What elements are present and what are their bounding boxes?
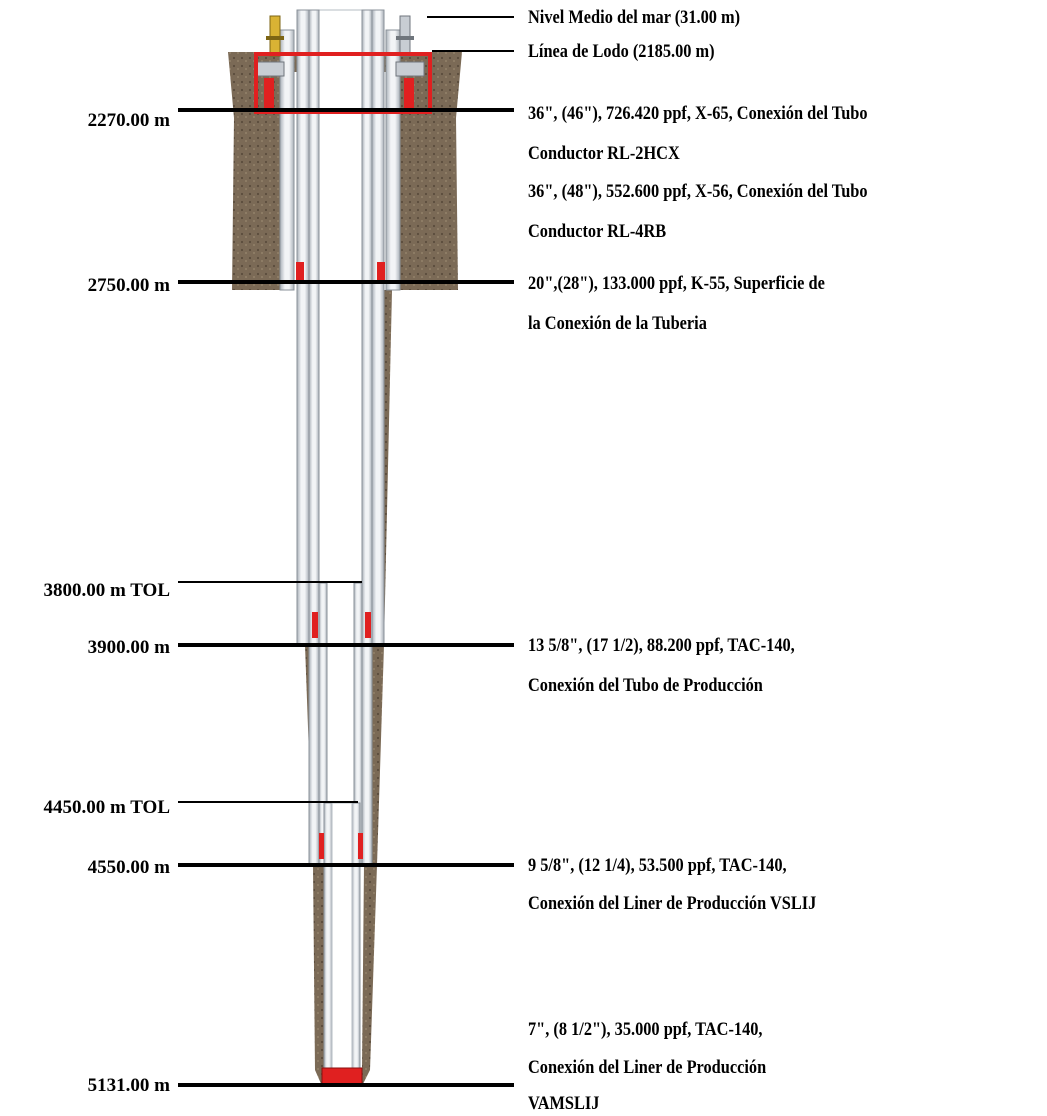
depth-label-2270: 2270.00 m [87,110,170,131]
mudline-label: Línea de Lodo (2185.00 m) [528,41,715,62]
sea-level-label: Nivel Medio del mar (31.00 m) [528,7,741,28]
casing-desc-line: Conexión del Liner de Producción VSLIJ [528,893,817,914]
depth-label-2750: 2750.00 m [87,275,170,296]
casing-desc-line: 7", (8 1/2"), 35.000 ppf, TAC-140, [528,1019,763,1040]
casing-desc-line: Conductor RL-2HCX [528,143,680,164]
depth-label-4550: 4550.00 m [87,857,170,878]
seal-markers [264,78,414,859]
casing-desc-line: 36", (48"), 552.600 ppf, X-56, Conexión … [528,181,868,202]
depth-label-3900: 3900.00 m [87,637,170,658]
casing-desc-line: la Conexión de la Tuberia [528,313,707,334]
wellhead-studs [255,15,425,77]
casing-desc-line: 13 5/8", (17 1/2), 88.200 ppf, TAC-140, [528,635,795,656]
depth-label-4450-tol: 4450.00 m TOL [43,797,170,818]
casing-desc-line: Conexión del Tubo de Producción [528,675,763,696]
depth-lines [178,16,514,1087]
depth-label-3800-tol: 3800.00 m TOL [43,580,170,601]
casing-desc-line: Conexión del Liner de Producción [528,1057,767,1078]
casing-desc-line: 9 5/8", (12 1/4), 53.500 ppf, TAC-140, [528,855,787,876]
casing-desc-line: 36", (46"), 726.420 ppf, X-65, Conexión … [528,103,868,124]
casing-desc-line: VAMSLIJ [528,1093,600,1114]
casing-desc-line: Conductor RL-4RB [528,221,667,242]
depth-label-5131: 5131.00 m [87,1075,170,1096]
liner-9-5-8 [323,802,361,1071]
casing-desc-line: 20",(28"), 133.000 ppf, K-55, Superficie… [528,273,825,294]
conductor-casing [279,29,401,291]
